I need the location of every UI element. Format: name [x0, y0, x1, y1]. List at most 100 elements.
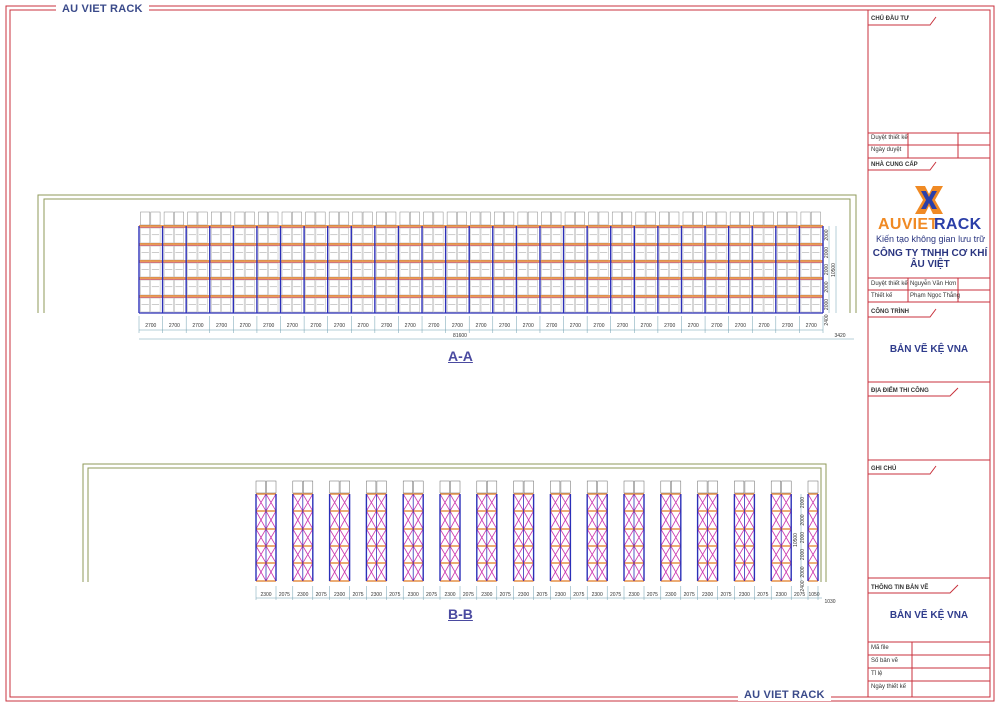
pallet-load: [810, 211, 821, 226]
pallet-load: [163, 227, 174, 244]
brace: [697, 528, 708, 547]
pallet-load: [660, 480, 671, 494]
pallet-load: [729, 262, 740, 278]
pallet-load: [598, 227, 609, 244]
pallet-load: [187, 227, 198, 244]
pallet-load: [433, 245, 444, 261]
pallet-load: [645, 262, 656, 278]
pallet-load: [612, 297, 622, 313]
brace: [376, 528, 387, 547]
pallet-load: [399, 262, 410, 278]
bay-dim-label: 2700: [263, 323, 274, 329]
pallet-load: [811, 297, 821, 313]
pallet-load: [244, 211, 255, 226]
pallet-load: [258, 297, 268, 313]
pallet-load: [163, 297, 174, 313]
pallet-load: [315, 262, 326, 278]
pallet-load: [729, 279, 740, 296]
pallet-load: [328, 211, 339, 226]
brace: [780, 528, 792, 547]
pallet-load: [729, 211, 740, 226]
pallet-load: [433, 279, 444, 296]
pallet-load: [575, 279, 585, 296]
pallet-load: [399, 211, 410, 226]
brace: [734, 562, 745, 582]
auvietrack-logo-icon: [915, 186, 943, 214]
pallet-load: [729, 297, 740, 313]
pallet-load: [266, 480, 277, 494]
frame-dim-label: 2300: [776, 592, 787, 598]
supplier-header: NHÀ CUNG CẤP: [871, 162, 918, 168]
pallet-load: [470, 245, 481, 261]
bay-dim-label: 2700: [358, 323, 369, 329]
brace: [339, 510, 350, 530]
brace: [807, 562, 819, 582]
brace: [449, 545, 461, 564]
aisle-dim-label: 2075: [573, 592, 584, 598]
pallet-load: [328, 227, 339, 244]
bay-dim-label: 2700: [240, 323, 251, 329]
pallet-load: [551, 211, 562, 226]
aisle-dim-label: 2075: [352, 592, 363, 598]
aisle-dim-label: 2075: [389, 592, 400, 598]
brace: [449, 528, 461, 547]
pallet-load: [292, 227, 302, 244]
pallet-load: [504, 245, 515, 261]
pallet-load: [140, 211, 151, 226]
pallet-load: [635, 279, 646, 296]
brace: [770, 562, 782, 582]
brace: [807, 510, 819, 530]
height-dim-label: 2000: [824, 247, 830, 258]
pallet-load: [598, 262, 609, 278]
brace: [402, 493, 414, 512]
pallet-load: [480, 297, 491, 313]
owner-approved-label: Duyệt thiết kế: [871, 135, 908, 141]
brace: [523, 562, 534, 582]
brace: [339, 545, 350, 564]
pallet-load: [612, 245, 622, 261]
brace: [780, 493, 792, 512]
brace: [550, 562, 561, 582]
pallet-load: [244, 227, 255, 244]
brace: [523, 510, 534, 530]
pallet-load: [635, 245, 646, 261]
pallet-load: [517, 297, 528, 313]
brace: [366, 562, 377, 582]
bay-dim-label: 2700: [641, 323, 652, 329]
pallet-load: [763, 279, 774, 296]
brace: [449, 493, 461, 512]
pallet-load: [329, 480, 340, 494]
bay-dim-label: 2700: [381, 323, 392, 329]
frame-dim-label: 2300: [739, 592, 750, 598]
pallet-load: [494, 245, 504, 261]
pallet-load: [635, 211, 646, 226]
pallet-load: [450, 480, 461, 494]
pallet-load: [376, 227, 386, 244]
pallet-load: [315, 279, 326, 296]
pallet-load: [693, 245, 703, 261]
pallet-load: [517, 262, 528, 278]
pallet-load: [635, 262, 646, 278]
pallet-load: [763, 297, 774, 313]
pallet-load: [787, 227, 798, 244]
brace: [586, 510, 598, 530]
brace: [366, 510, 377, 530]
brace: [586, 493, 598, 512]
pallet-load: [258, 227, 268, 244]
pallet-load: [800, 245, 811, 261]
brace: [292, 562, 304, 582]
pallet-load: [564, 297, 575, 313]
pallet-load: [588, 245, 599, 261]
brace: [255, 562, 267, 582]
bay-dim-label: 2700: [405, 323, 416, 329]
pallet-load: [541, 245, 551, 261]
pallet-load: [777, 262, 787, 278]
pallet-load: [659, 279, 669, 296]
pallet-load: [693, 279, 703, 296]
pallet-load: [669, 211, 680, 226]
pallet-load: [513, 480, 524, 494]
pallet-load: [292, 245, 302, 261]
pallet-load: [352, 279, 363, 296]
brace: [596, 562, 608, 582]
pallet-load: [622, 262, 633, 278]
